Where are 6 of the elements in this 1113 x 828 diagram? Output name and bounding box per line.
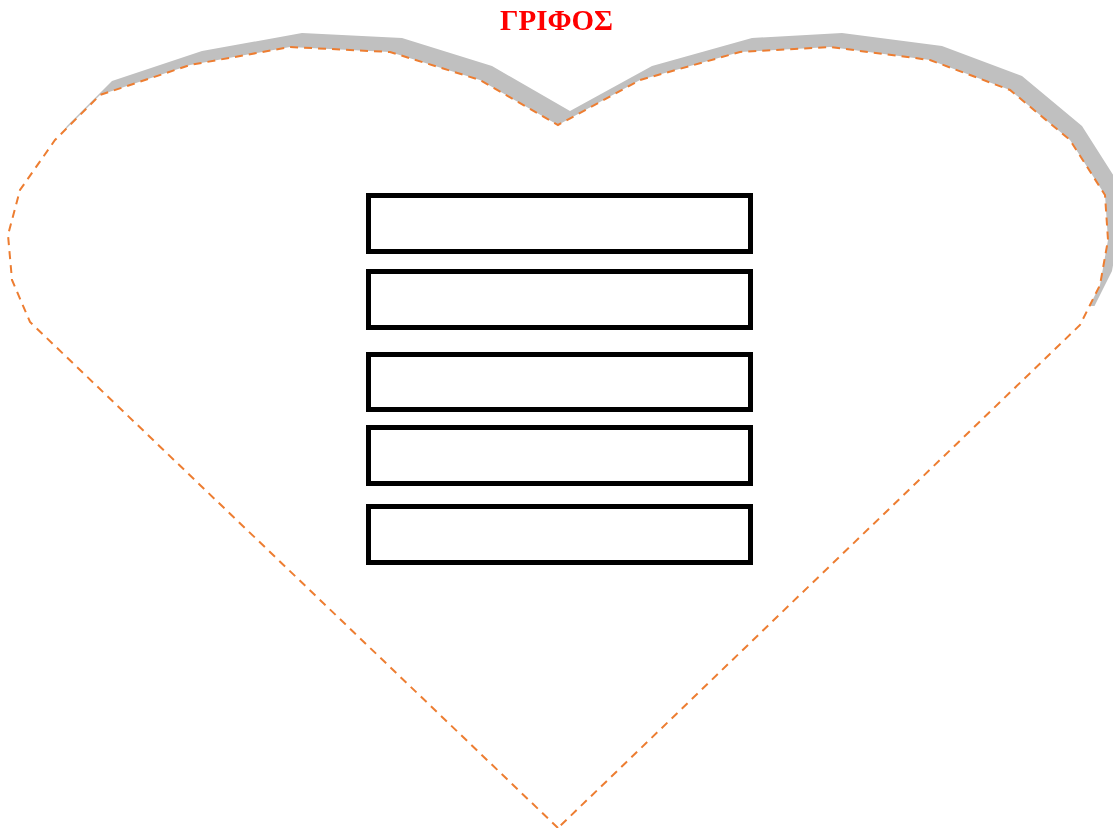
empty-box <box>366 504 753 565</box>
empty-box <box>366 193 753 254</box>
title: ΓΡΙΦΟΣ <box>499 4 614 37</box>
empty-box <box>366 269 753 330</box>
empty-box <box>366 352 753 412</box>
empty-box <box>366 425 753 486</box>
